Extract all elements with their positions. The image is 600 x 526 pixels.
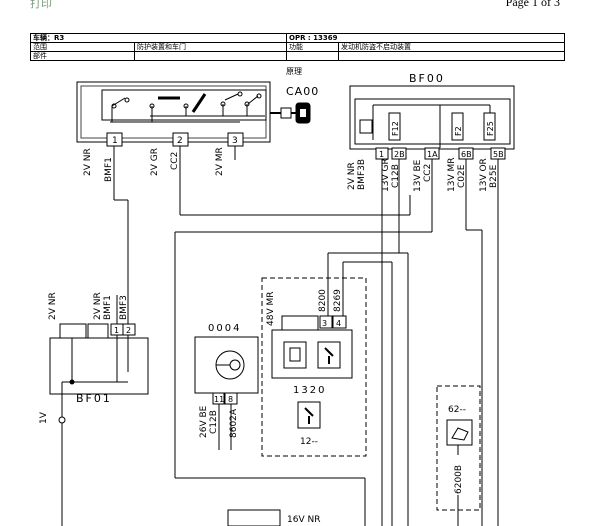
ca00-pin-3: 3 xyxy=(232,136,238,146)
ca00-pin-2: 2 xyxy=(177,136,183,146)
bf00-pin-1: 1 xyxy=(379,150,384,159)
bf00-pin-2b: 2B xyxy=(394,150,405,159)
box-62-icon xyxy=(446,419,473,446)
wire-label: 2V MR xyxy=(215,147,225,176)
part-value xyxy=(133,51,288,61)
ground-label: 1V xyxy=(39,411,49,424)
info-table: 车辆：R3 OPR : 13369 范围 防护装置和车门 功能 发动机防盗不启动… xyxy=(29,33,566,61)
box-1320-label: 1320 xyxy=(293,385,326,396)
wire-label: 13V BE xyxy=(413,159,423,192)
bf01-label: BF01 xyxy=(76,392,112,405)
box-62-label: 62-- xyxy=(448,405,466,415)
wire-label: 26V BE xyxy=(199,405,209,438)
blank-cell xyxy=(338,51,566,61)
wire-code: CC2 xyxy=(423,164,433,182)
wire-code: 6200B xyxy=(454,465,464,494)
wire-label: 13V OR xyxy=(479,158,489,192)
wire-code: CC2 xyxy=(170,152,180,170)
box-1320-pin-3: 3 xyxy=(322,319,327,328)
wire-label: 48V MR xyxy=(266,292,276,327)
injector-icon xyxy=(317,341,341,369)
ca00-label: CA00 xyxy=(286,85,319,98)
fuse-f2-label: F2 xyxy=(454,126,463,136)
wire-code: BMF1 xyxy=(104,157,114,182)
wire-label: 13V MR xyxy=(447,158,457,193)
box-0004-pin-11: 11 xyxy=(214,395,224,404)
bf00-label: BF00 xyxy=(409,72,445,85)
box-0004-pin-8: 8 xyxy=(228,395,233,404)
bf01-pin-1: 1 xyxy=(114,326,119,335)
box-0004-label: 0004 xyxy=(208,323,241,334)
wire-label: 2V NR xyxy=(93,292,103,320)
ecu-chip-icon xyxy=(283,341,307,369)
fuse-f12-label: F12 xyxy=(391,121,400,136)
area-1320 xyxy=(261,277,367,457)
wire-label: 2V NR xyxy=(48,292,58,320)
bf00-pin-6b: 6B xyxy=(461,150,472,159)
principle-label: 原理 xyxy=(286,67,302,76)
bf01-pin-2: 2 xyxy=(126,326,131,335)
wire-label: 13V GR xyxy=(381,158,391,192)
wire-code: 8269 xyxy=(333,289,343,312)
bf00-pin-1a: 1A xyxy=(427,150,438,159)
wire-label: 2V NR xyxy=(347,162,357,190)
fuse-f25-label: F25 xyxy=(486,121,495,136)
wire-code: C12B xyxy=(391,164,401,188)
wire-code: BMF1 xyxy=(103,295,113,320)
page-top-left-text: 打印 xyxy=(30,0,52,10)
wire-code: C12B xyxy=(209,410,219,434)
box-12-label: 12-- xyxy=(300,437,318,447)
wire-code: B25E xyxy=(489,164,499,188)
bf00-pin-5b: 5B xyxy=(493,150,504,159)
wire-label: 2V NR xyxy=(83,148,93,176)
wire-label: 2V GR xyxy=(150,148,160,176)
box-12-icon xyxy=(297,401,321,429)
bf01-module xyxy=(49,337,149,395)
fuse-f12 xyxy=(388,112,401,141)
wire-label: 16V NR xyxy=(287,515,320,525)
page-number: Page 1 of 3 xyxy=(505,0,560,9)
ca00-pin-1: 1 xyxy=(112,136,118,146)
wire-code: BMF3B xyxy=(357,159,367,190)
wire-code: 8602A xyxy=(229,408,239,438)
wire-code: C02E xyxy=(457,164,467,188)
wire-code: 8200 xyxy=(318,289,328,312)
box-1320-pin-4: 4 xyxy=(336,319,341,328)
fuse-f2 xyxy=(451,112,464,141)
wire-code: BMF3 xyxy=(119,295,129,320)
